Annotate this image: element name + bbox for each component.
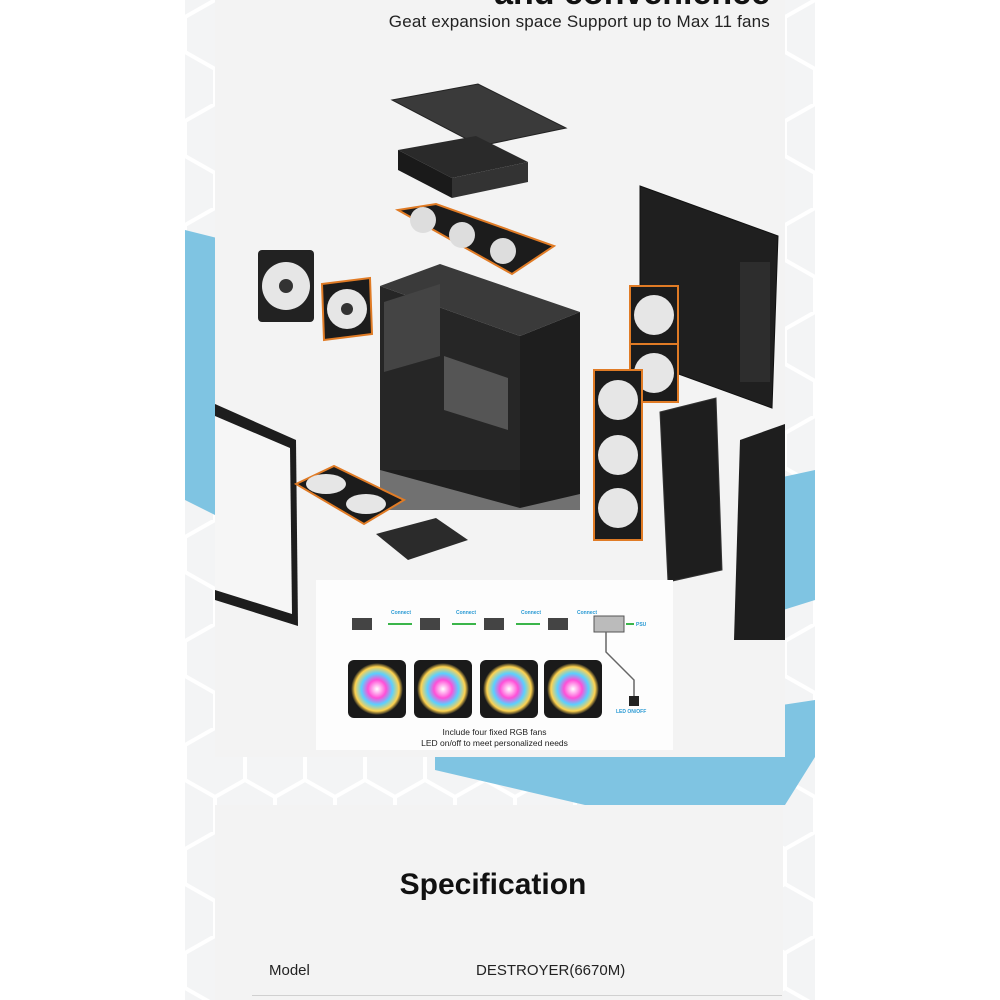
psu-label: PSU (636, 622, 647, 628)
rgb-fan-3 (480, 660, 538, 718)
chassis-frame (380, 264, 580, 510)
rgb-connection-diagram: Connect Connect Connect Connect PSU LED … (316, 580, 673, 750)
specification-panel (215, 805, 783, 1000)
spec-row-label: Model (269, 962, 310, 979)
rgb-fan-4 (544, 660, 602, 718)
connect-label-4: Connect (577, 610, 597, 616)
led-switch-label: LED ON/OFF (616, 709, 646, 715)
rgb-diagram-graphic: Connect Connect Connect Connect PSU LED … (348, 610, 647, 718)
top-radiator (398, 136, 528, 198)
front-radiator (659, 397, 723, 583)
bottom-dust-filter (376, 518, 468, 560)
rear-fan (320, 276, 374, 342)
left-glass-panel (215, 404, 298, 626)
spec-row-value: DESTROYER(6670M) (476, 962, 626, 979)
connect-label-2: Connect (456, 610, 476, 616)
connect-label-1: Connect (391, 610, 411, 616)
top-fan-tray (394, 202, 557, 276)
connect-label-3: Connect (521, 610, 541, 616)
exploded-case-illustration (215, 83, 785, 640)
rgb-caption-line2: LED on/off to meet personalized needs (421, 738, 568, 748)
rear-radiator (258, 250, 314, 322)
rgb-fan-2 (414, 660, 472, 718)
front-fan-stack (593, 369, 643, 541)
specification-title: Specification (399, 868, 587, 901)
front-panel (734, 424, 785, 640)
top-dust-filter (390, 83, 568, 147)
section-headline: and convenience (430, 0, 770, 13)
side-panel-vent (740, 262, 770, 382)
connector-chain (352, 615, 639, 706)
section-tagline: Geat expansion space Support up to Max 1… (388, 12, 770, 31)
rgb-fan-1 (348, 660, 406, 718)
bottom-fan-tray (293, 464, 407, 526)
spec-row-divider (252, 995, 782, 996)
rgb-caption-line1: Include four fixed RGB fans (442, 727, 547, 737)
